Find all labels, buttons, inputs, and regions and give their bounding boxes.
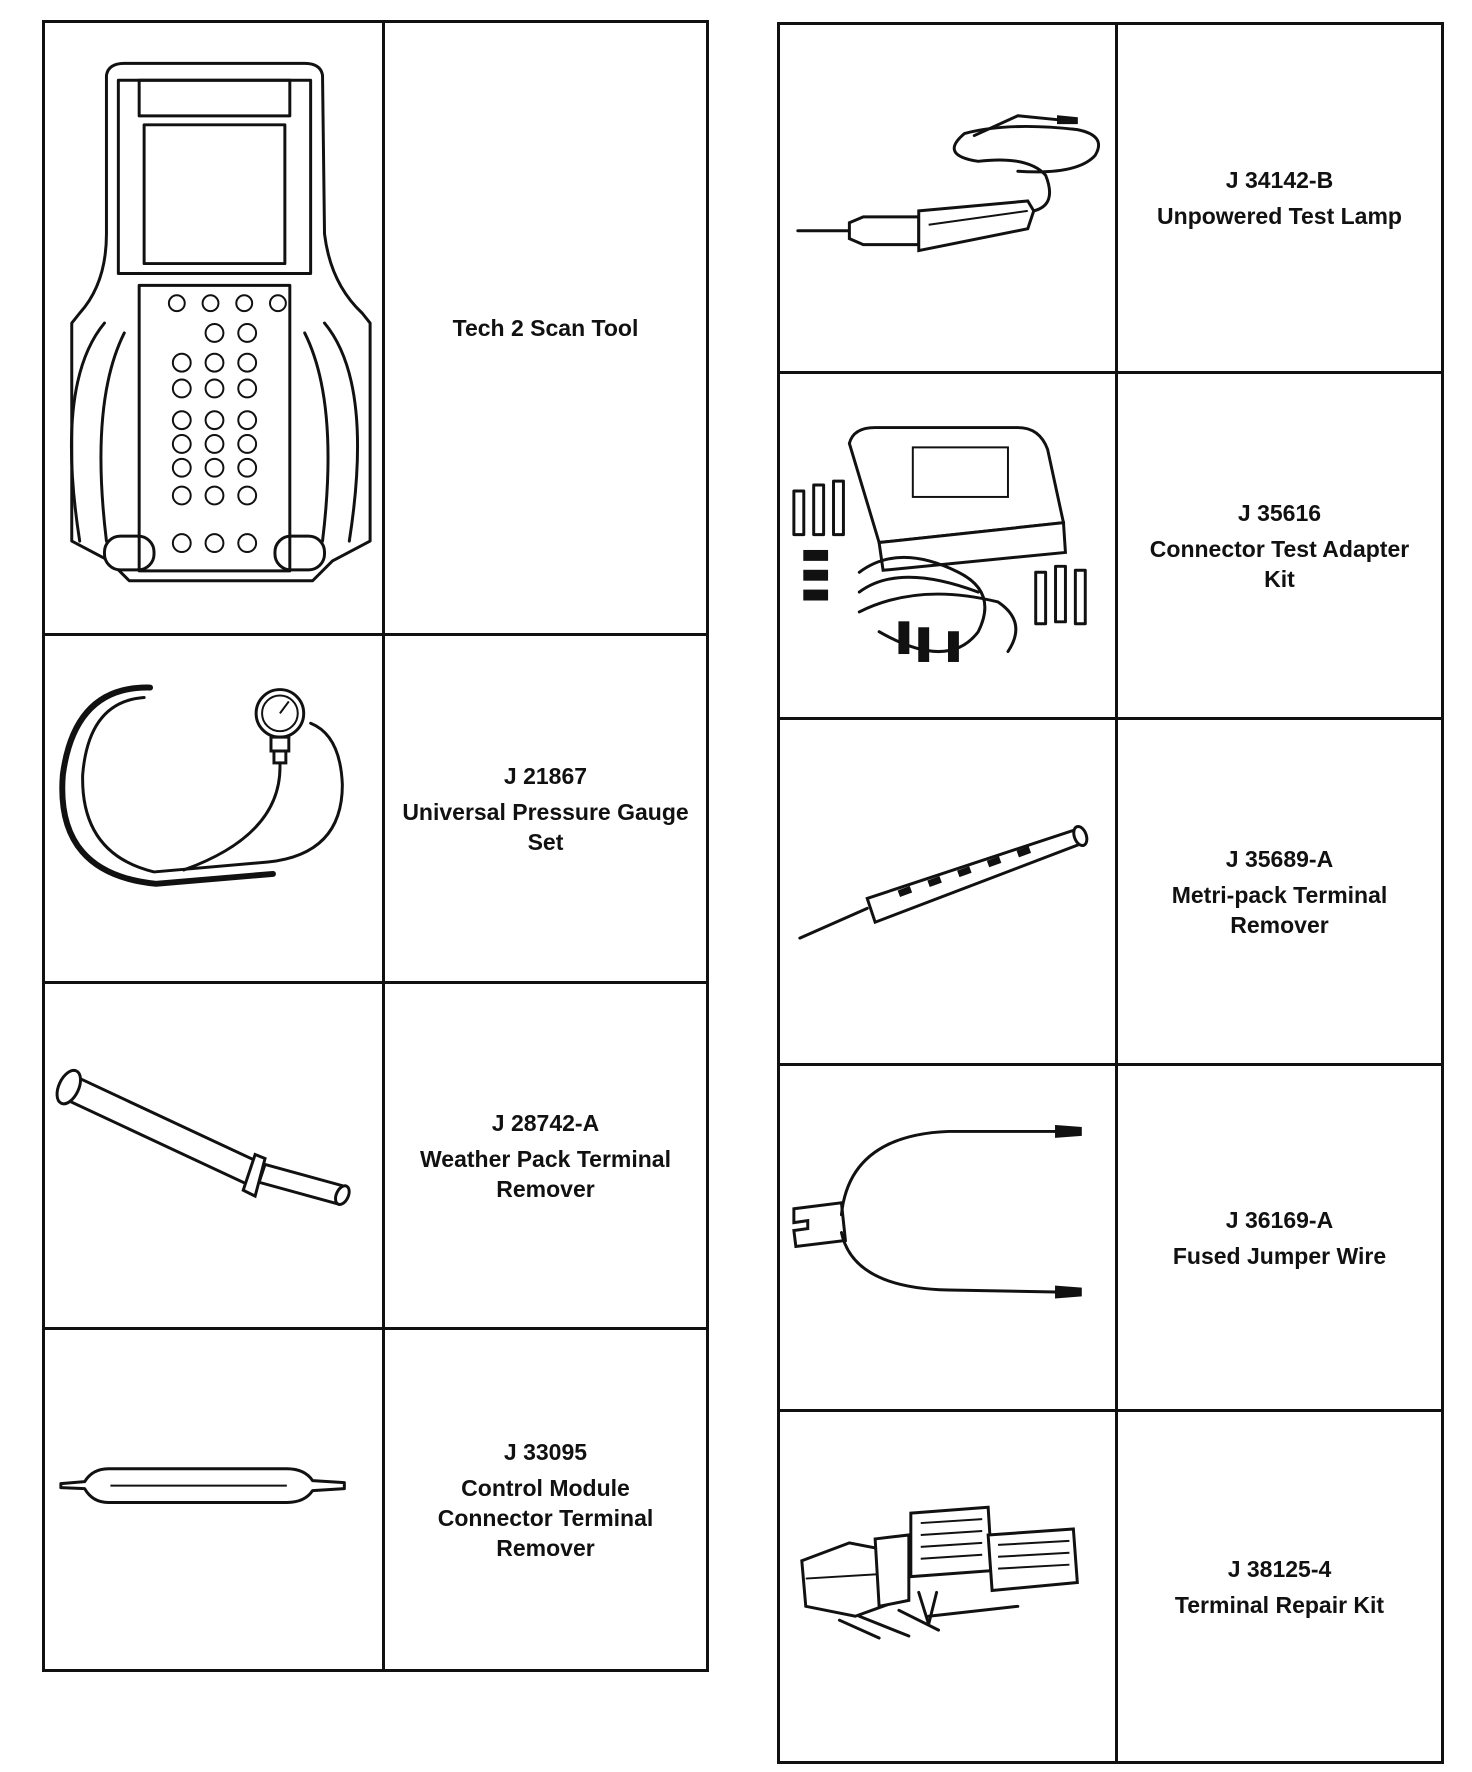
table-row: Tech 2 Scan Tool (45, 23, 706, 633)
test-lamp-icon (780, 25, 1118, 371)
tool-label-cell: J 34142-B Unpowered Test Lamp (1118, 25, 1441, 371)
tool-name: Terminal Repair Kit (1174, 1591, 1385, 1618)
table-row: J 38125-4 Terminal Repair Kit (780, 1409, 1441, 1761)
tool-label-cell: J 35689-A Metri-pack Terminal Remover (1118, 720, 1441, 1063)
flat-terminal-remover-icon (45, 1330, 385, 1669)
table-row: J 28742-A Weather Pack Terminal Remover (45, 981, 706, 1327)
tool-label-cell: J 28742-A Weather Pack Terminal Remover (385, 984, 706, 1327)
tool-label-cell: J 36169-A Fused Jumper Wire (1118, 1066, 1441, 1409)
tool-label: J 34142-B Unpowered Test Lamp (1141, 165, 1418, 231)
table-row: J 34142-B Unpowered Test Lamp (780, 25, 1441, 371)
repair-kit-icon (780, 1412, 1118, 1761)
tool-label: J 28742-A Weather Pack Terminal Remover (385, 1108, 706, 1204)
terminal-remover-tube-icon (45, 984, 385, 1327)
tool-label-cell: J 38125-4 Terminal Repair Kit (1118, 1412, 1441, 1761)
right-tool-table: J 34142-B Unpowered Test Lamp (777, 22, 1444, 1764)
tool-number: J 21867 (503, 762, 588, 789)
tool-name: Metri-pack Terminal Remover (1171, 881, 1388, 938)
tool-label: J 36169-A Fused Jumper Wire (1157, 1205, 1402, 1271)
tool-name: Fused Jumper Wire (1172, 1242, 1387, 1269)
tool-label: J 35689-A Metri-pack Terminal Remover (1118, 844, 1441, 940)
tool-name: Tech 2 Scan Tool (452, 315, 639, 341)
tool-label-cell: J 33095 Control Module Connector Termina… (385, 1330, 706, 1669)
scan-tool-icon (45, 23, 385, 633)
tool-name: Unpowered Test Lamp (1157, 203, 1402, 229)
tool-label-cell: Tech 2 Scan Tool (385, 23, 706, 633)
tool-label-cell: J 35616 Connector Test Adapter Kit (1118, 374, 1441, 717)
tool-label-cell: J 21867 Universal Pressure Gauge Set (385, 636, 706, 981)
tool-name: Universal Pressure Gauge Set (402, 798, 689, 855)
jumper-wire-icon (780, 1066, 1118, 1409)
tool-number: J 38125-4 (1227, 1555, 1332, 1582)
tool-number: J 36169-A (1225, 1206, 1334, 1233)
table-row: J 36169-A Fused Jumper Wire (780, 1063, 1441, 1409)
tool-label: J 38125-4 Terminal Repair Kit (1159, 1554, 1400, 1620)
pressure-gauge-icon (45, 636, 385, 981)
table-row: J 33095 Control Module Connector Termina… (45, 1327, 706, 1669)
tool-name: Connector Test Adapter Kit (1149, 535, 1410, 592)
metri-pack-remover-icon (780, 720, 1118, 1063)
adapter-kit-icon (780, 374, 1118, 717)
tool-number: J 35616 (1237, 499, 1322, 526)
tool-label: J 35616 Connector Test Adapter Kit (1118, 498, 1441, 594)
tool-number: J 33095 (503, 1438, 588, 1465)
tool-label: J 21867 Universal Pressure Gauge Set (385, 761, 706, 857)
table-row: J 35689-A Metri-pack Terminal Remover (780, 717, 1441, 1063)
left-tool-table: Tech 2 Scan Tool J 21867 Universal Press… (42, 20, 709, 1672)
tool-label: Tech 2 Scan Tool (437, 313, 655, 343)
tool-number: J 34142-B (1225, 167, 1334, 193)
table-row: J 35616 Connector Test Adapter Kit (780, 371, 1441, 717)
tool-number: J 35689-A (1225, 845, 1334, 872)
table-row: J 21867 Universal Pressure Gauge Set (45, 633, 706, 981)
tool-name: Control Module Connector Terminal Remove… (437, 1474, 654, 1561)
tool-label: J 33095 Control Module Connector Termina… (385, 1437, 706, 1563)
tool-name: Weather Pack Terminal Remover (420, 1145, 671, 1202)
tool-number: J 28742-A (491, 1109, 600, 1136)
